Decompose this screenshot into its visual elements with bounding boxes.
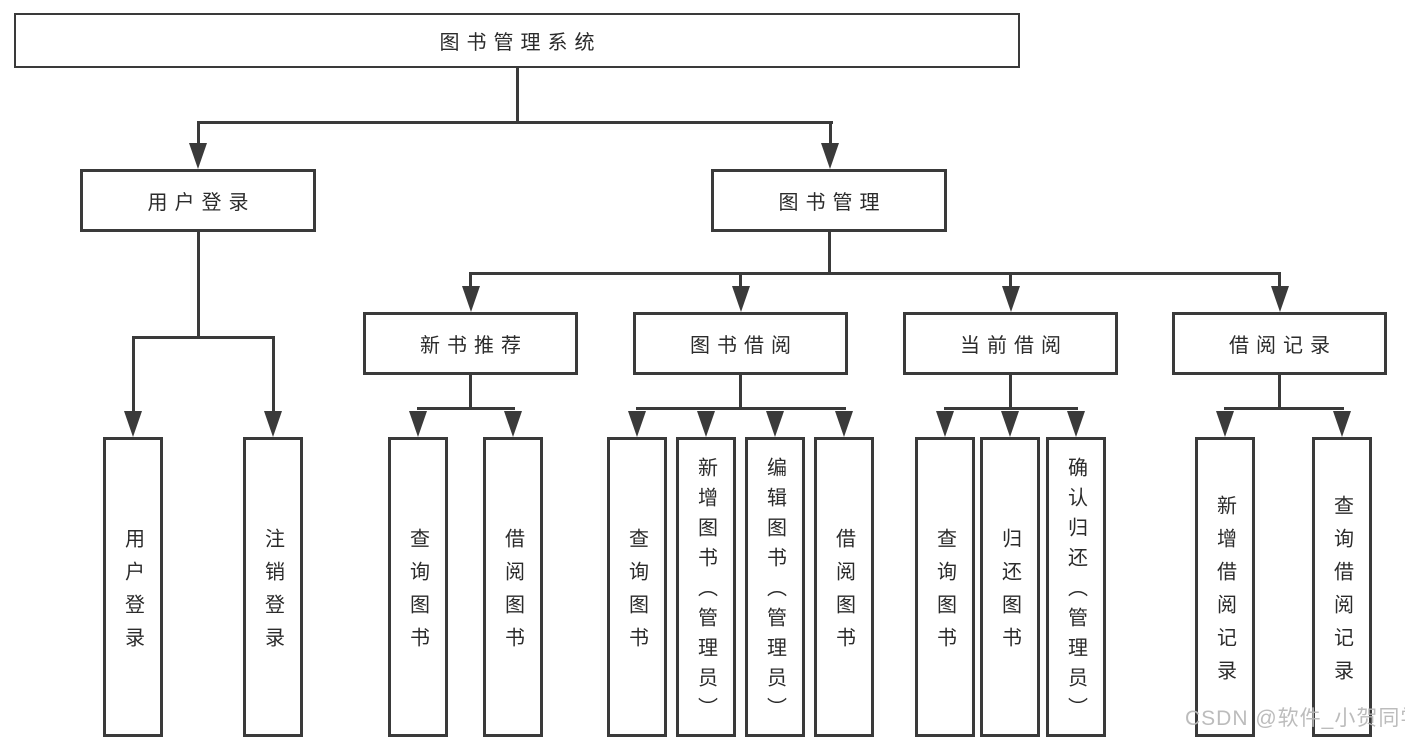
- node-leaf-borrow-book-recommend: 借阅图书: [483, 437, 543, 737]
- node-borrowing-records-label: 借阅记录: [1229, 335, 1337, 357]
- connector-line: [739, 375, 742, 410]
- arrow-down-icon: [1001, 411, 1019, 437]
- node-leaf-query-book-recommend: 查询图书: [388, 437, 448, 737]
- connector-line: [196, 232, 200, 339]
- arrow-down-icon: [264, 411, 282, 437]
- connector-line: [131, 336, 135, 413]
- arrow-down-icon: [697, 411, 715, 437]
- connector-line: [1009, 375, 1012, 410]
- arrow-down-icon: [766, 411, 784, 437]
- node-borrowing-records: 借阅记录: [1172, 312, 1387, 375]
- node-leaf-logout: 注销登录: [243, 437, 303, 737]
- connector-line: [469, 272, 1281, 275]
- connector-line: [469, 272, 472, 288]
- node-root-label: 图书管理系统: [439, 32, 602, 54]
- arrow-down-icon: [936, 411, 954, 437]
- node-leaf-query-book-current: 查询图书: [915, 437, 975, 737]
- node-leaf-edit-book-admin: 编辑图书（管理员）: [745, 437, 805, 737]
- node-leaf-user-login: 用户登录: [103, 437, 163, 737]
- leaf-label: 查询图书: [406, 527, 429, 660]
- node-current-borrowing: 当前借阅: [903, 312, 1118, 375]
- node-leaf-return-book: 归还图书: [980, 437, 1040, 737]
- arrow-down-icon: [1270, 286, 1289, 312]
- node-book-borrowing: 图书借阅: [633, 312, 848, 375]
- csdn-watermark: CSDN @软件_小贺同学: [1185, 707, 1405, 730]
- node-leaf-confirm-return-admin: 确认归还（管理员）: [1046, 437, 1106, 737]
- leaf-label: 用户登录: [121, 527, 144, 660]
- leaf-label: 新增图书（管理员）: [694, 457, 717, 727]
- node-new-book-recommendation-label: 新书推荐: [420, 335, 528, 357]
- connector-line: [515, 68, 519, 124]
- connector-line: [635, 407, 846, 410]
- node-book-management-label: 图书管理: [778, 192, 887, 214]
- connector-line: [1278, 272, 1281, 288]
- arrow-down-icon: [731, 286, 750, 312]
- leaf-label: 编辑图书（管理员）: [763, 457, 786, 727]
- node-leaf-query-borrow-record: 查询借阅记录: [1312, 437, 1372, 737]
- arrow-down-icon: [835, 411, 853, 437]
- connector-line: [131, 336, 275, 339]
- connector-line: [1223, 407, 1344, 410]
- connector-line: [828, 121, 832, 145]
- node-book-borrowing-label: 图书借阅: [690, 335, 798, 357]
- connector-line: [943, 407, 1078, 410]
- arrow-down-icon: [1333, 411, 1351, 437]
- node-leaf-borrow-book: 借阅图书: [814, 437, 874, 737]
- leaf-label: 新增借阅记录: [1213, 494, 1236, 693]
- arrow-down-icon: [628, 411, 646, 437]
- arrow-down-icon: [461, 286, 480, 312]
- leaf-label: 查询图书: [933, 527, 956, 660]
- node-book-management: 图书管理: [711, 169, 947, 232]
- leaf-label: 借阅图书: [832, 527, 855, 660]
- arrow-down-icon: [504, 411, 522, 437]
- connector-line: [271, 336, 275, 413]
- node-user-login: 用户登录: [80, 169, 316, 232]
- leaf-label: 查询借阅记录: [1330, 494, 1353, 693]
- connector-line: [196, 121, 833, 124]
- arrow-down-icon: [1216, 411, 1234, 437]
- node-root: 图书管理系统: [14, 13, 1020, 68]
- arrow-down-icon: [124, 411, 142, 437]
- connector-line: [739, 272, 742, 288]
- connector-line: [1009, 272, 1012, 288]
- connector-line: [827, 232, 831, 275]
- arrow-down-icon: [821, 143, 839, 169]
- node-user-login-label: 用户登录: [147, 192, 256, 214]
- leaf-label: 确认归还（管理员）: [1064, 457, 1087, 727]
- connector-line: [416, 407, 515, 410]
- arrow-down-icon: [409, 411, 427, 437]
- node-new-book-recommendation: 新书推荐: [363, 312, 578, 375]
- node-current-borrowing-label: 当前借阅: [960, 335, 1068, 357]
- leaf-label: 借阅图书: [501, 527, 524, 660]
- connector-line: [196, 121, 200, 145]
- node-leaf-add-borrow-record: 新增借阅记录: [1195, 437, 1255, 737]
- arrow-down-icon: [189, 143, 207, 169]
- arrow-down-icon: [1001, 286, 1020, 312]
- connector-line: [1278, 375, 1281, 410]
- node-leaf-query-book-borrow: 查询图书: [607, 437, 667, 737]
- arrow-down-icon: [1067, 411, 1085, 437]
- connector-line: [469, 375, 472, 410]
- leaf-label: 归还图书: [998, 527, 1021, 660]
- node-leaf-add-book-admin: 新增图书（管理员）: [676, 437, 736, 737]
- leaf-label: 注销登录: [261, 527, 284, 660]
- leaf-label: 查询图书: [625, 527, 648, 660]
